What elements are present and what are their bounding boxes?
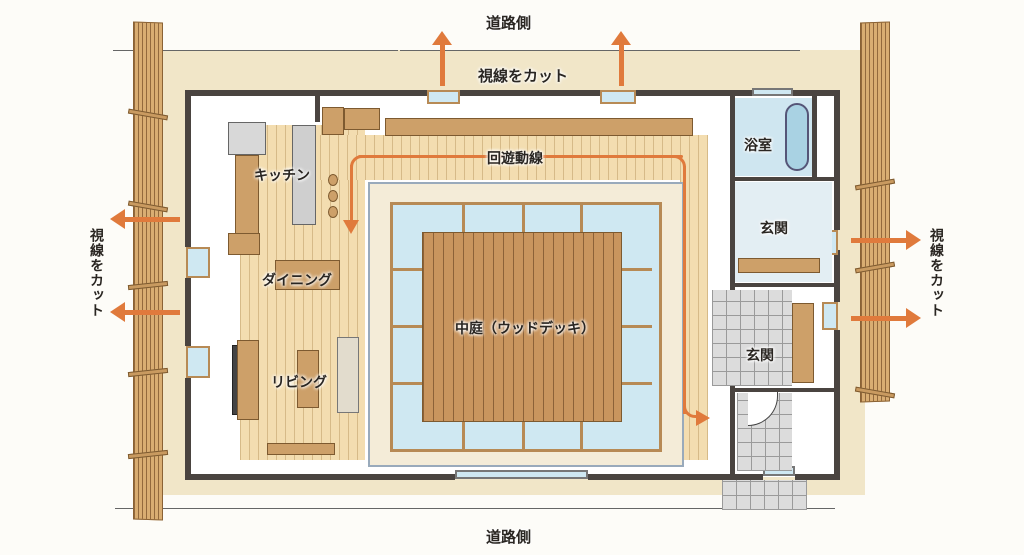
arrow-right-upper-head [906, 230, 921, 250]
wall-entrance-lower [735, 388, 835, 392]
arrow-left-lower-shaft [124, 310, 180, 315]
approach-tiles [722, 480, 807, 510]
arrow-up-left-head [432, 31, 452, 45]
courtyard-mullion-left-3 [392, 382, 422, 385]
courtyard-mullion-bot-1 [462, 422, 465, 450]
courtyard-mullion-left-1 [392, 268, 422, 271]
corridor-shelf [385, 118, 693, 136]
wall-entrance-divider [730, 283, 838, 287]
courtyard-deck [422, 232, 622, 422]
property-line-bottom [115, 508, 835, 509]
label-cut-sightline-right: 視線をカット [928, 228, 944, 318]
wall-bottom-mid [588, 474, 763, 480]
circulation-path-left-curve [350, 155, 364, 169]
circulation-arrowhead-down [343, 220, 359, 234]
label-living: リビング [271, 375, 327, 391]
arrow-right-lower-head [906, 308, 921, 328]
courtyard-mullion-top-2 [522, 204, 525, 232]
storage-box-2 [344, 108, 380, 130]
wall-bottom-left [185, 474, 455, 480]
wall-right-upper [834, 90, 840, 230]
window-left-upper [186, 247, 210, 278]
coffee-table [297, 350, 319, 408]
label-courtyard: 中庭（ウッドデッキ） [455, 321, 595, 337]
kitchen-stool-1 [328, 174, 338, 186]
label-dining: ダイニング [262, 273, 332, 289]
lower-entrance-tiles [712, 290, 792, 386]
circulation-path-top-right-curve [672, 155, 686, 169]
arrow-left-lower-head [110, 302, 125, 322]
label-road-side-top: 道路側 [486, 14, 532, 32]
courtyard-mullion-right-3 [622, 382, 652, 385]
courtyard-mullion-left-2 [392, 325, 422, 328]
property-line-top [113, 50, 398, 51]
wall-left-upper [185, 90, 191, 247]
window-top-left [427, 90, 460, 104]
wall-top-left [185, 90, 427, 96]
label-kitchen: キッチン [254, 168, 310, 184]
arrow-up-right-head [611, 31, 631, 45]
circulation-path-top [358, 155, 683, 158]
wall-top-right [636, 90, 752, 96]
wall-kitchen-partition [315, 90, 320, 122]
courtyard-mullion-right-1 [622, 268, 652, 271]
low-bench [267, 443, 335, 455]
label-cut-sightline-left: 視線をカット [88, 228, 104, 318]
arrow-up-right-shaft [619, 44, 624, 86]
shoe-cabinet-upper [738, 258, 820, 273]
wall-top-far-right [793, 90, 840, 96]
shoe-cabinet-lower [792, 303, 814, 383]
courtyard-mullion-top-1 [462, 204, 465, 232]
arrow-left-upper-head [110, 209, 125, 229]
circulation-path-left [350, 165, 353, 220]
courtyard-mullion-bot-2 [522, 422, 525, 450]
window-bottom-courtyard [455, 470, 588, 479]
circulation-arrowhead-right [696, 410, 710, 426]
wall-bath-right [812, 95, 817, 177]
tv-stand [237, 340, 259, 420]
label-entrance-upper: 玄関 [760, 221, 788, 237]
arrow-right-upper-shaft [851, 238, 907, 243]
sofa-icon [337, 337, 359, 413]
label-bathroom: 浴室 [744, 138, 772, 154]
wall-top-mid [460, 90, 600, 96]
label-cut-sightline-top: 視線をカット [478, 67, 569, 85]
wall-right-lower [834, 250, 840, 302]
dining-table [275, 260, 340, 290]
label-road-side-bottom: 道路側 [486, 528, 532, 546]
property-line-top-right [400, 50, 800, 51]
wall-wet-area-vertical [730, 95, 735, 480]
circulation-path-bottom-curve [683, 404, 697, 418]
courtyard-mullion-top-3 [580, 204, 583, 232]
right-fence [860, 21, 890, 403]
window-bath [752, 88, 793, 96]
window-left-lower [186, 346, 210, 378]
label-entrance-lower: 玄関 [746, 348, 774, 364]
kitchen-stool-3 [328, 206, 338, 218]
courtyard-mullion-right-2 [622, 325, 652, 328]
circulation-path-right [683, 166, 686, 414]
sideboard [228, 233, 260, 255]
arrow-left-upper-shaft [124, 217, 180, 222]
kitchen-island [292, 125, 316, 225]
courtyard-mullion-bot-3 [580, 422, 583, 450]
window-right-lower [822, 302, 838, 330]
storage-box-1 [322, 107, 344, 135]
refrigerator-icon [228, 122, 266, 155]
label-circulation: 回遊動線 [487, 151, 543, 167]
window-top-right [600, 90, 636, 104]
wall-right-bottom [834, 330, 840, 480]
bathtub-icon [785, 103, 809, 171]
wall-bottom-right [795, 474, 840, 480]
arrow-right-lower-shaft [851, 316, 907, 321]
wall-left-lower [185, 378, 191, 480]
kitchen-stool-2 [328, 190, 338, 202]
wall-bath-bottom [730, 177, 838, 181]
arrow-up-left-shaft [440, 44, 445, 86]
left-fence [133, 21, 163, 521]
wall-left-mid [185, 278, 191, 346]
